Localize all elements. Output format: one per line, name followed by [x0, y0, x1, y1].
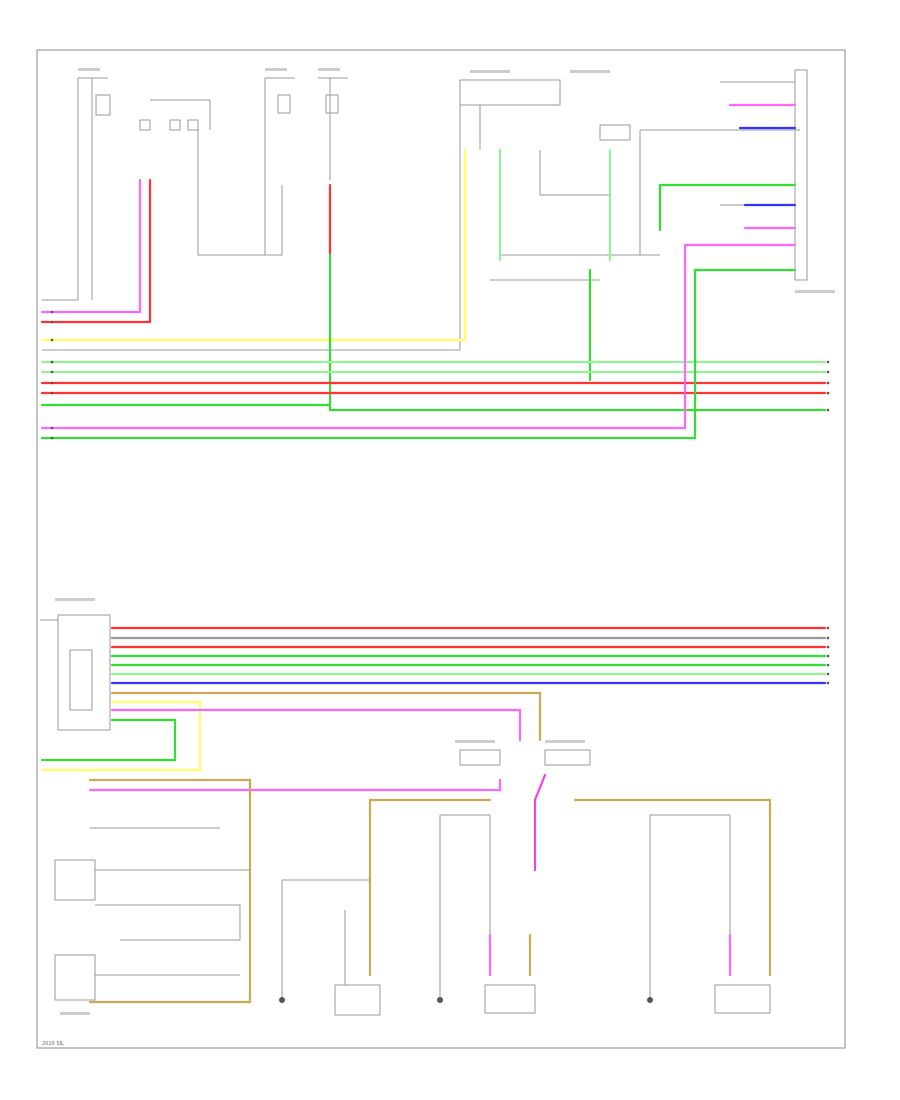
footer-code: 2010 SIL	[42, 1041, 64, 1047]
fuse-block-left	[42, 77, 283, 301]
door-lock-left-center	[437, 814, 536, 1014]
wire-green-v1	[328, 253, 827, 412]
wire-pink-left-low	[88, 778, 502, 792]
terminal-dots-right-bottom	[826, 626, 830, 685]
top-right-connectors	[42, 69, 808, 351]
left-door-panel	[40, 614, 111, 731]
ground-mid-left	[279, 879, 370, 1003]
wire-magenta-center	[533, 773, 547, 872]
terminal-dots-right-top	[826, 360, 830, 412]
terminal-dots-left-top	[50, 310, 54, 440]
bus-bottom-tan	[110, 691, 542, 742]
wire-pink-v1	[40, 178, 142, 314]
wire-red-v1	[40, 178, 152, 324]
wire-yellow-v1	[40, 148, 467, 342]
wire-tan-right	[573, 798, 772, 977]
bus-bottom-pink	[110, 708, 522, 742]
wire-tan-left	[88, 778, 252, 1004]
bus-top-pink	[40, 243, 797, 430]
door-lock-right	[647, 814, 771, 1014]
left-lower-boxes	[54, 859, 250, 1001]
fuse-block-center	[264, 77, 348, 255]
bus-bottom-green-3	[40, 718, 177, 762]
diagram-border	[36, 49, 846, 1049]
wire-tan-center-left	[368, 798, 492, 977]
connector-label-marks	[55, 68, 835, 1015]
center-junction	[459, 749, 591, 766]
bus-top-green-2	[40, 268, 797, 440]
trunk-lock-left	[334, 910, 381, 1016]
bus-bottom-yellow	[40, 700, 202, 772]
